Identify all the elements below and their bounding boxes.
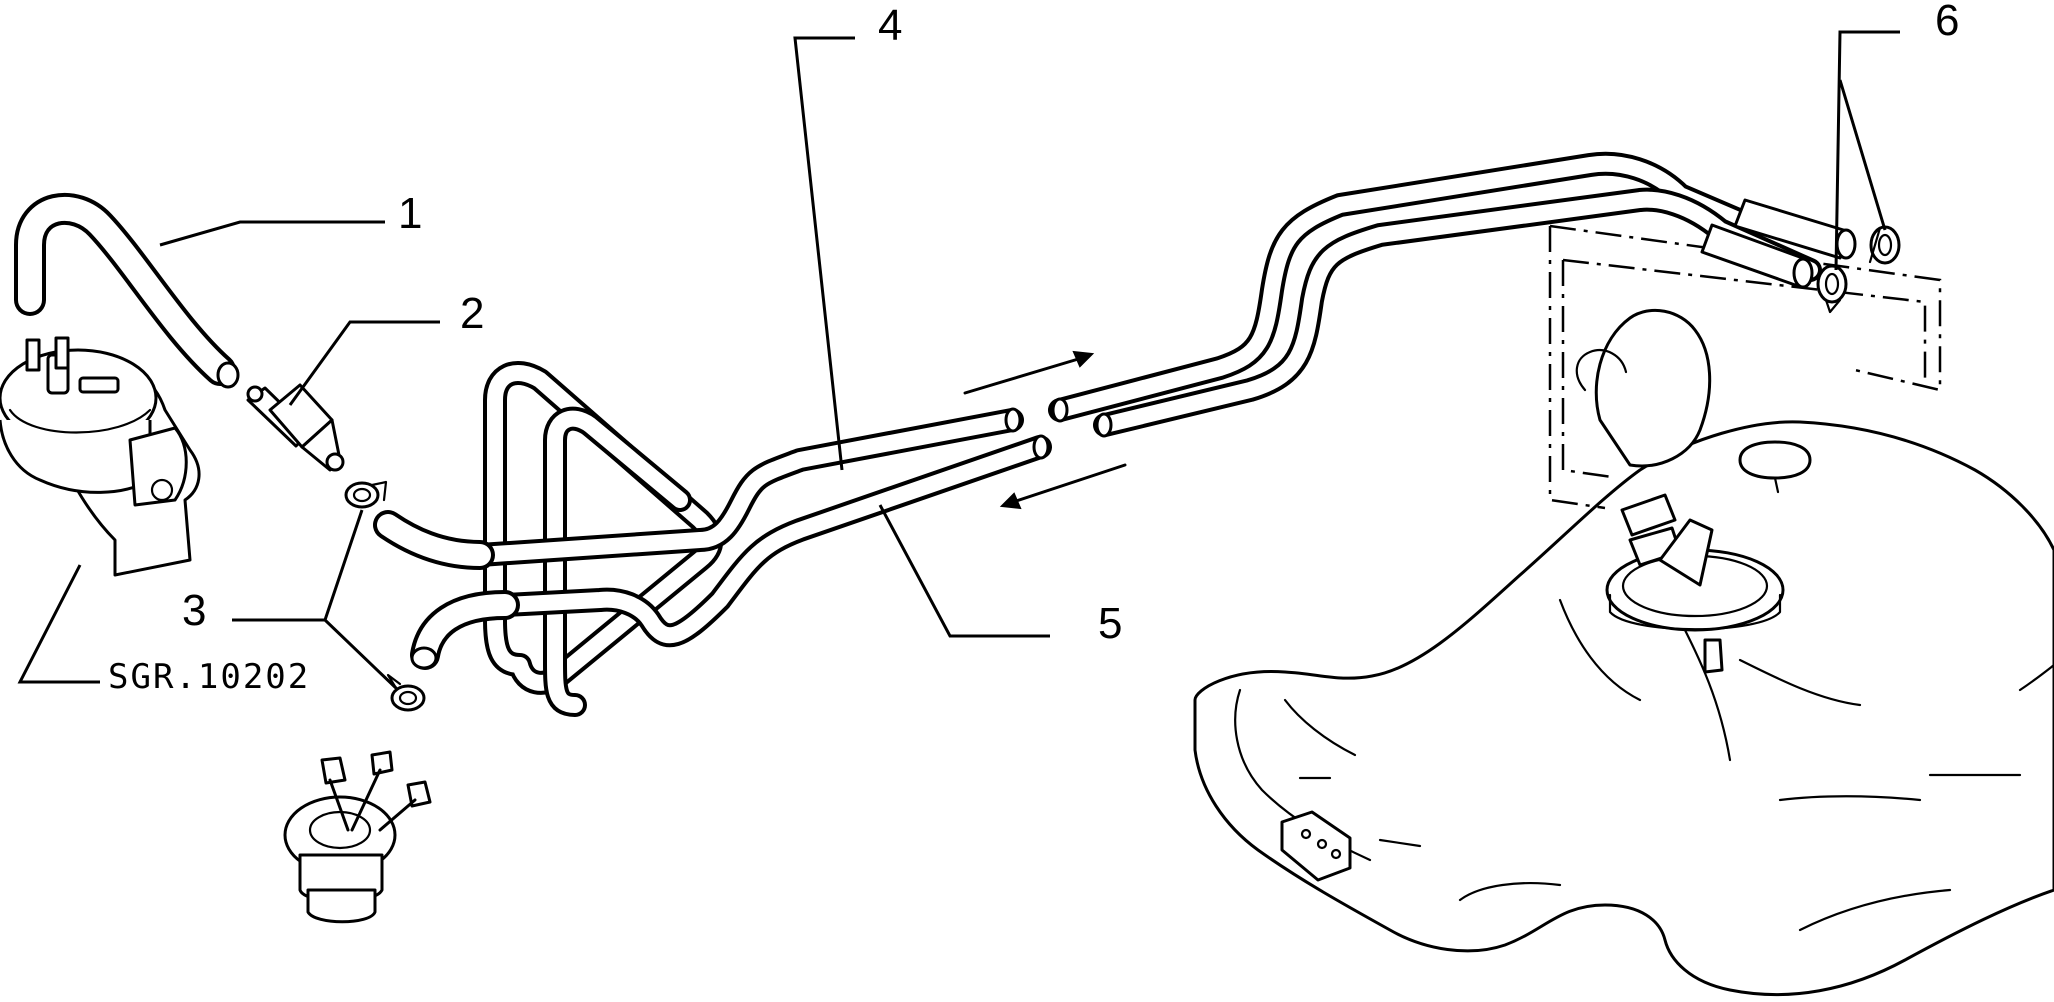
rubber-sleeve-upper xyxy=(1733,198,1857,260)
callout-1: 1 xyxy=(398,189,422,238)
callout-6: 6 xyxy=(1935,0,1959,45)
pipe-5-tank-section xyxy=(1093,187,1822,438)
fuel-filter-2 xyxy=(246,383,345,472)
clamp-6-upper xyxy=(1868,225,1901,265)
callout-3: 3 xyxy=(182,586,206,635)
drawing-code: SGR.10202 xyxy=(108,657,310,697)
pipe-5-long-line xyxy=(493,434,1052,648)
callout-2: 2 xyxy=(460,289,484,338)
clamp-3-upper xyxy=(344,480,388,509)
leader-2 xyxy=(288,320,440,406)
leader-4 xyxy=(793,36,855,471)
connector-hose-upper xyxy=(373,510,495,570)
pipe-4-long-line xyxy=(468,407,1024,567)
pipe-1-hose xyxy=(14,192,240,389)
leader-3 xyxy=(232,509,400,692)
fuel-pump xyxy=(0,336,201,577)
callout-5: 5 xyxy=(1098,599,1122,648)
clamp-3-lower xyxy=(386,673,426,712)
connector-hose-lower xyxy=(410,590,520,670)
leader-lines xyxy=(17,30,1900,692)
leader-5 xyxy=(878,504,1050,638)
fuel-sender-unit xyxy=(283,750,432,924)
callout-4: 4 xyxy=(878,1,902,50)
flow-arrow-to-tank xyxy=(963,350,1095,395)
leader-1 xyxy=(159,220,385,247)
leader-6 xyxy=(1834,30,1900,271)
clamp-6-lower xyxy=(1816,264,1848,314)
flow-arrow-from-tank xyxy=(999,463,1127,510)
rubber-sleeve-lower xyxy=(1700,223,1814,289)
pipe-4-tank-section xyxy=(1048,151,1762,423)
fuel-tank xyxy=(1193,224,2054,997)
leader-sgr xyxy=(17,564,100,684)
